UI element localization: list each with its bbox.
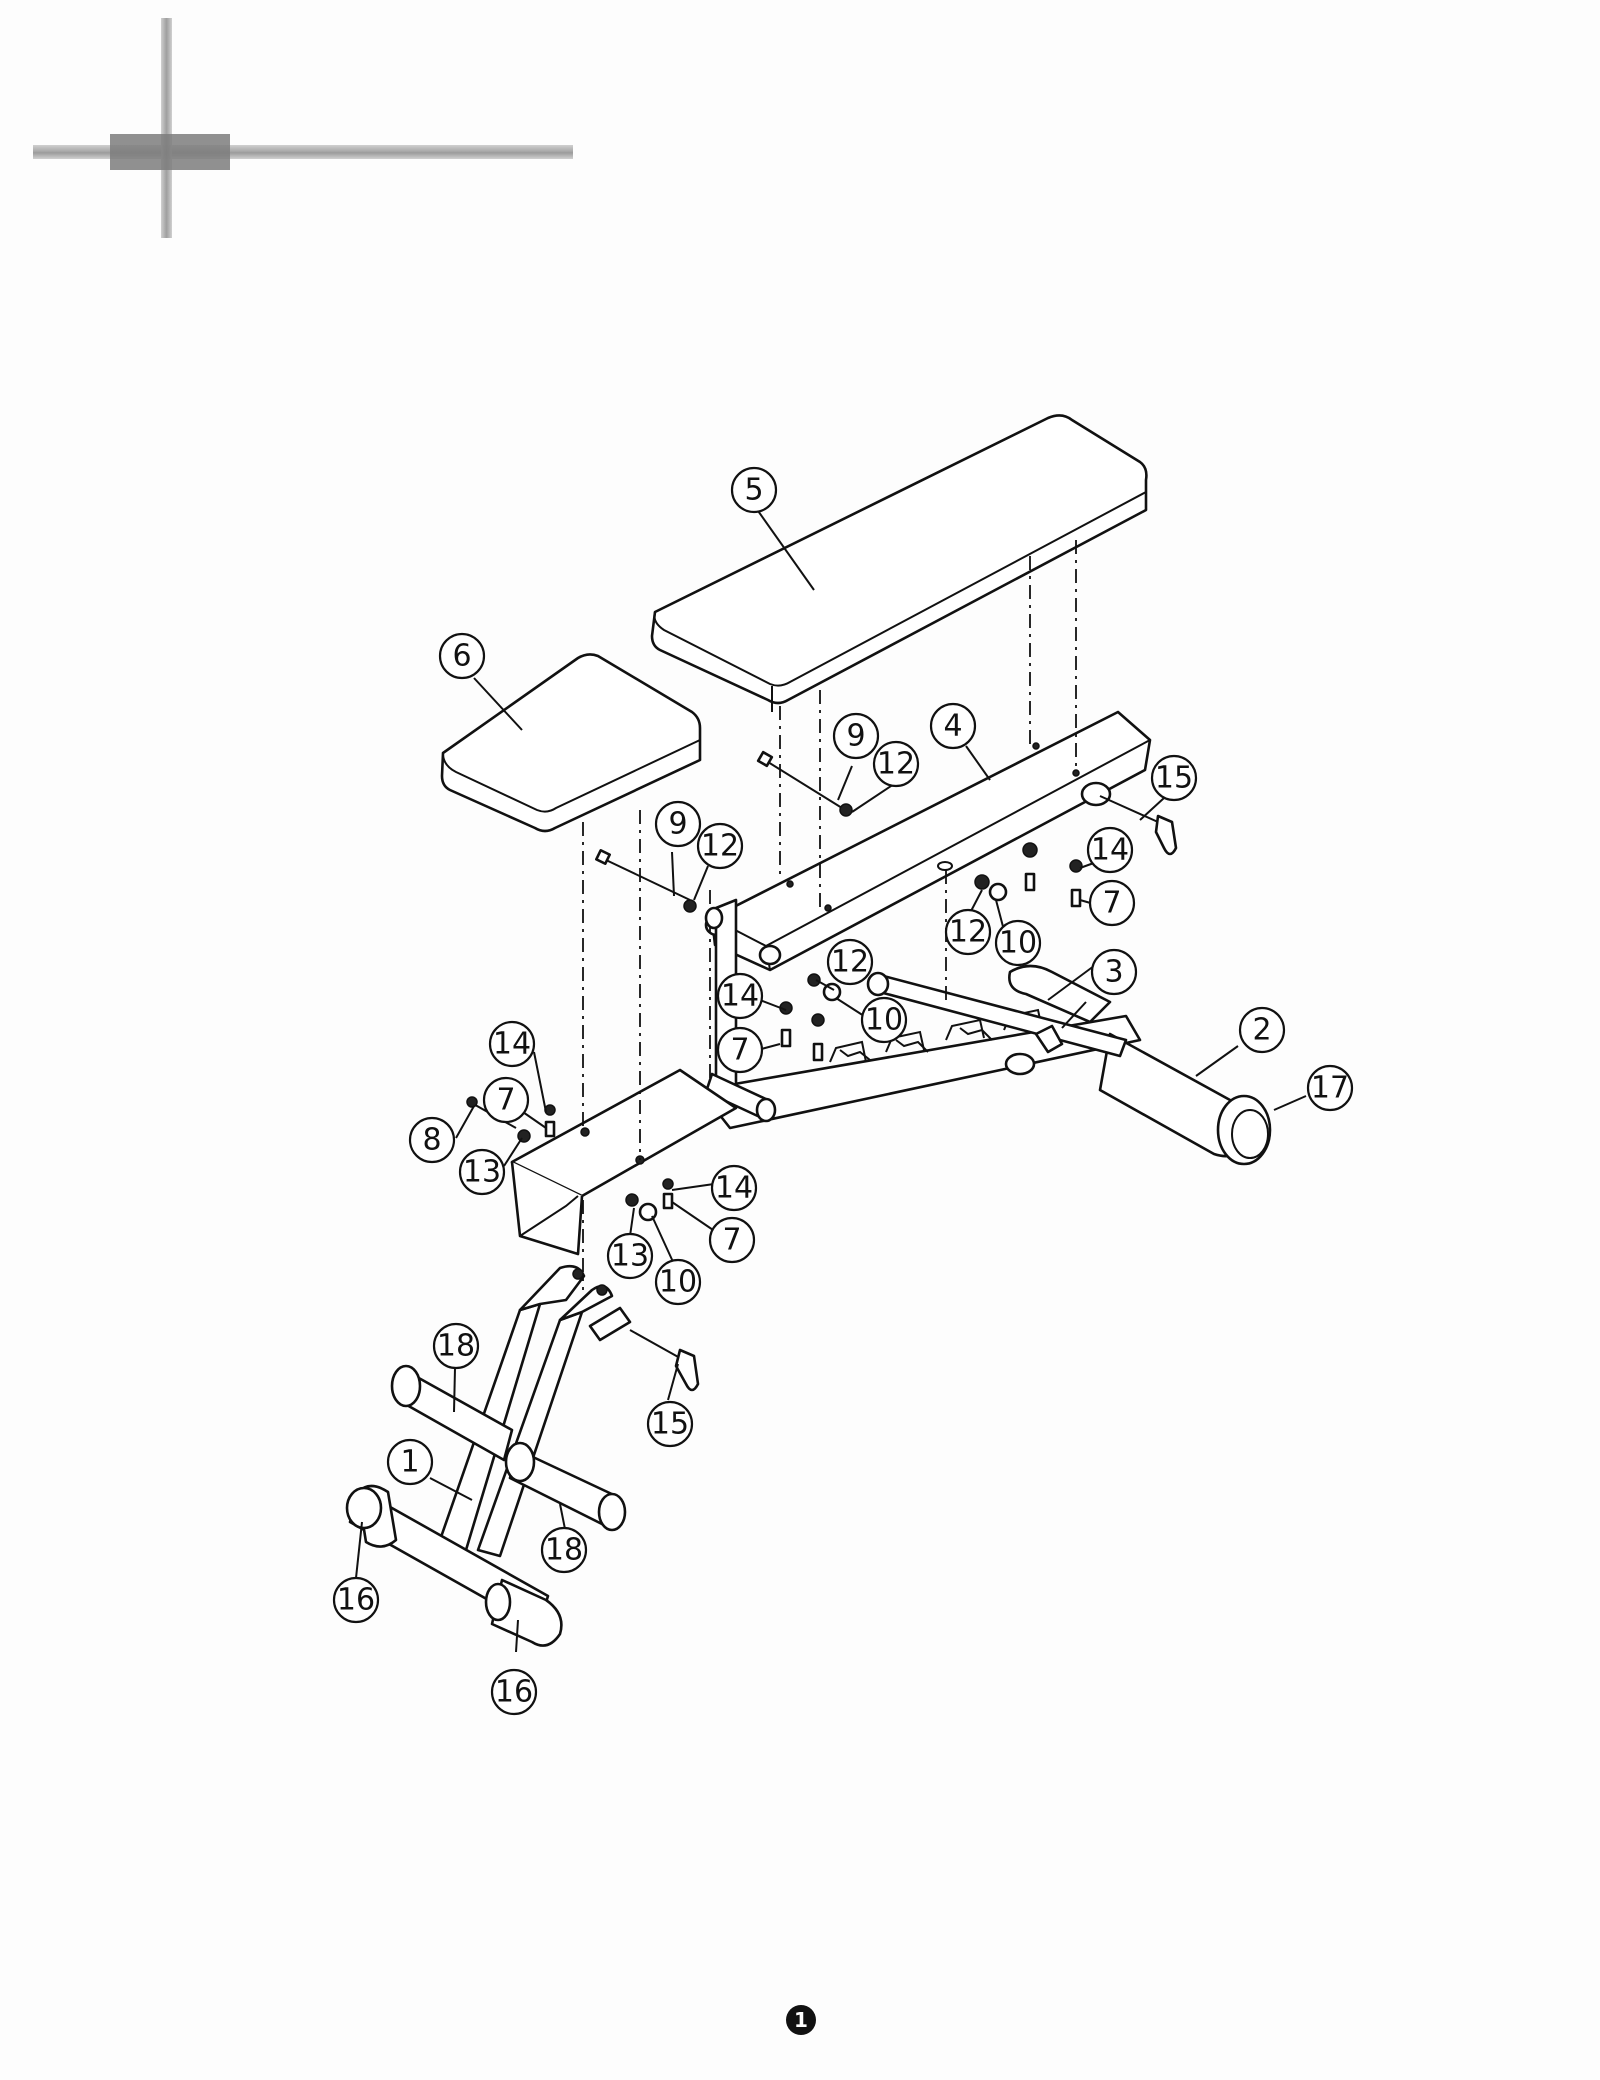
callout-label: 7 [730, 1033, 749, 1068]
callout-15: 15 [1152, 756, 1196, 800]
callout-label: 5 [744, 473, 763, 508]
callout-label: 1 [400, 1445, 419, 1480]
callout-label: 14 [721, 979, 759, 1014]
callout-label: 10 [999, 926, 1037, 961]
callout-18: 18 [542, 1528, 586, 1572]
callout-9: 9 [834, 714, 878, 758]
callout-label: 12 [949, 915, 987, 950]
callout-label: 7 [722, 1223, 741, 1258]
callout-label: 8 [422, 1123, 441, 1158]
callout-label: 18 [545, 1533, 583, 1568]
callout-10: 10 [996, 921, 1040, 965]
page-number: 1 [786, 2005, 816, 2035]
callout-6: 6 [440, 634, 484, 678]
callout-7: 7 [484, 1078, 528, 1122]
callout-label: 14 [493, 1027, 531, 1062]
callout-label: 14 [1091, 833, 1129, 868]
callout-13: 13 [460, 1150, 504, 1194]
callout-2: 2 [1240, 1008, 1284, 1052]
callout-label: 10 [659, 1265, 697, 1300]
callout-12: 12 [698, 824, 742, 868]
callout-7: 7 [710, 1218, 754, 1262]
callout-17: 17 [1308, 1066, 1352, 1110]
callout-12: 12 [874, 742, 918, 786]
callout-3: 3 [1092, 950, 1136, 994]
callout-12: 12 [946, 910, 990, 954]
callout-label: 9 [846, 719, 865, 754]
callout-14: 14 [1088, 828, 1132, 872]
callout-label: 18 [437, 1329, 475, 1364]
callout-label: 10 [865, 1003, 903, 1038]
callout-14: 14 [712, 1166, 756, 1210]
callout-7: 7 [718, 1028, 762, 1072]
callout-13: 13 [608, 1234, 652, 1278]
callout-label: 12 [831, 945, 869, 980]
back-pad [652, 415, 1146, 712]
callout-label: 7 [496, 1083, 515, 1118]
callout-7: 7 [1090, 881, 1134, 925]
callout-label: 16 [337, 1583, 375, 1618]
callout-1: 1 [388, 1440, 432, 1484]
callout-14: 14 [718, 974, 762, 1018]
callout-label: 13 [611, 1239, 649, 1274]
front-bracket [512, 1070, 736, 1254]
callout-label: 15 [1155, 761, 1193, 796]
callout-label: 2 [1252, 1013, 1271, 1048]
callout-label: 14 [715, 1171, 753, 1206]
callout-8: 8 [410, 1118, 454, 1162]
callout-label: 12 [877, 747, 915, 782]
callout-14: 14 [490, 1022, 534, 1066]
back-rail [706, 712, 1150, 970]
callout-label: 3 [1104, 955, 1123, 990]
callout-label: 6 [452, 639, 471, 674]
callout-label: 12 [701, 829, 739, 864]
callout-label: 4 [943, 709, 962, 744]
callout-label: 15 [651, 1407, 689, 1442]
callout-label: 9 [668, 807, 687, 842]
callout-15: 15 [648, 1402, 692, 1446]
callout-10: 10 [656, 1260, 700, 1304]
seat-pad [442, 654, 700, 831]
callout-16: 16 [334, 1578, 378, 1622]
callout-10: 10 [862, 998, 906, 1042]
callout-label: 17 [1311, 1071, 1349, 1106]
callout-18: 18 [434, 1324, 478, 1368]
callout-12: 12 [828, 940, 872, 984]
callout-16: 16 [492, 1670, 536, 1714]
callout-9: 9 [656, 802, 700, 846]
callout-label: 16 [495, 1675, 533, 1710]
callout-label: 7 [1102, 886, 1121, 921]
callout-5: 5 [732, 468, 776, 512]
callout-label: 13 [463, 1155, 501, 1190]
callout-4: 4 [931, 704, 975, 748]
